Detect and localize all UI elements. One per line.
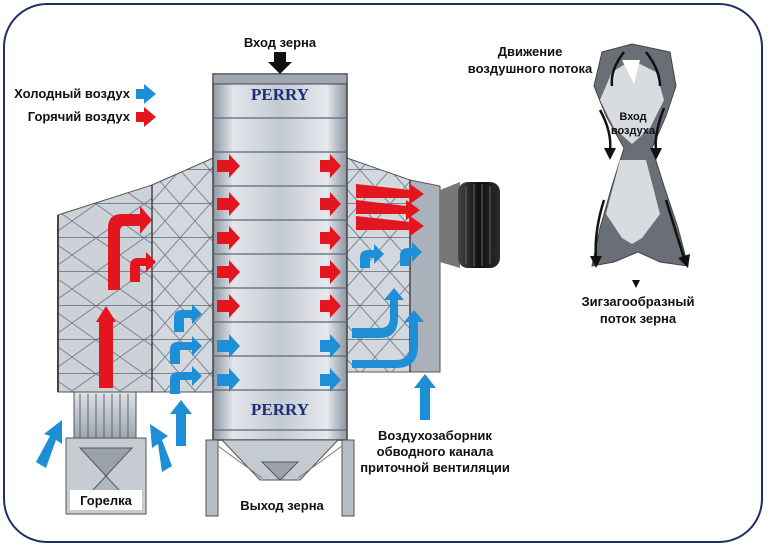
airflow-label-line2: воздушного потока bbox=[468, 61, 593, 76]
hot-air-arrow-icon bbox=[217, 154, 240, 178]
hot-air-arrow-icon bbox=[217, 294, 240, 318]
bypass-intake-label-line3: приточной вентиляции bbox=[360, 460, 510, 475]
bypass-intake-label-line1: Воздухозаборник bbox=[378, 428, 492, 443]
air-inlet-label-line2: воздуха bbox=[611, 125, 656, 137]
exhaust-fan bbox=[440, 182, 500, 268]
hot-air-arrow-icon bbox=[136, 107, 156, 127]
bypass-intake-label-line2: обводного канала bbox=[377, 444, 494, 459]
cold-air-arrow-icon bbox=[217, 334, 240, 358]
cold-air-legend-label: Холодный воздух bbox=[14, 86, 131, 101]
plenum-hot-arrows bbox=[96, 184, 424, 388]
hot-air-legend-label: Горячий воздух bbox=[28, 109, 131, 124]
left-plenum bbox=[57, 157, 214, 393]
hot-air-arrow-icon bbox=[320, 226, 341, 250]
zigzag-label-line2: поток зерна bbox=[600, 311, 677, 326]
cold-air-arrow-icon bbox=[136, 84, 156, 104]
hot-air-arrow-icon bbox=[320, 260, 341, 284]
hot-air-arrow-icon bbox=[217, 226, 240, 250]
cold-air-arrow-icon bbox=[320, 368, 341, 392]
brand-logo-bottom: PERRY bbox=[251, 400, 309, 419]
cold-air-arrows bbox=[217, 334, 341, 392]
down-arrow-icon bbox=[268, 52, 292, 74]
hot-air-arrow-icon bbox=[320, 192, 341, 216]
grain-inlet-label: Вход зерна bbox=[244, 35, 317, 50]
air-inlet-label-line1: Вход bbox=[619, 111, 646, 123]
burner-label: Горелка bbox=[80, 493, 133, 508]
burner-label-bg bbox=[70, 490, 142, 510]
zigzag-schematic bbox=[590, 43, 690, 268]
hot-air-arrow-icon bbox=[217, 260, 240, 284]
cold-air-arrow-icon bbox=[320, 334, 341, 358]
airflow-label-line1: Движение bbox=[498, 44, 563, 59]
brand-logo-top: PERRY bbox=[251, 85, 309, 104]
plenum-cold-arrows bbox=[170, 242, 424, 394]
hot-air-arrow-icon bbox=[320, 154, 341, 178]
dryer-tower bbox=[205, 73, 355, 517]
cold-air-arrow-icon bbox=[217, 368, 240, 392]
down-arrow-icon bbox=[632, 280, 640, 288]
grain-outlet-label: Выход зерна bbox=[240, 498, 324, 513]
intake-arrows bbox=[36, 374, 436, 472]
hot-air-arrow-icon bbox=[320, 294, 341, 318]
hot-air-arrow-icon bbox=[217, 192, 240, 216]
hot-air-arrows bbox=[217, 154, 341, 318]
zigzag-label-line1: Зигзагообразный bbox=[582, 294, 695, 309]
